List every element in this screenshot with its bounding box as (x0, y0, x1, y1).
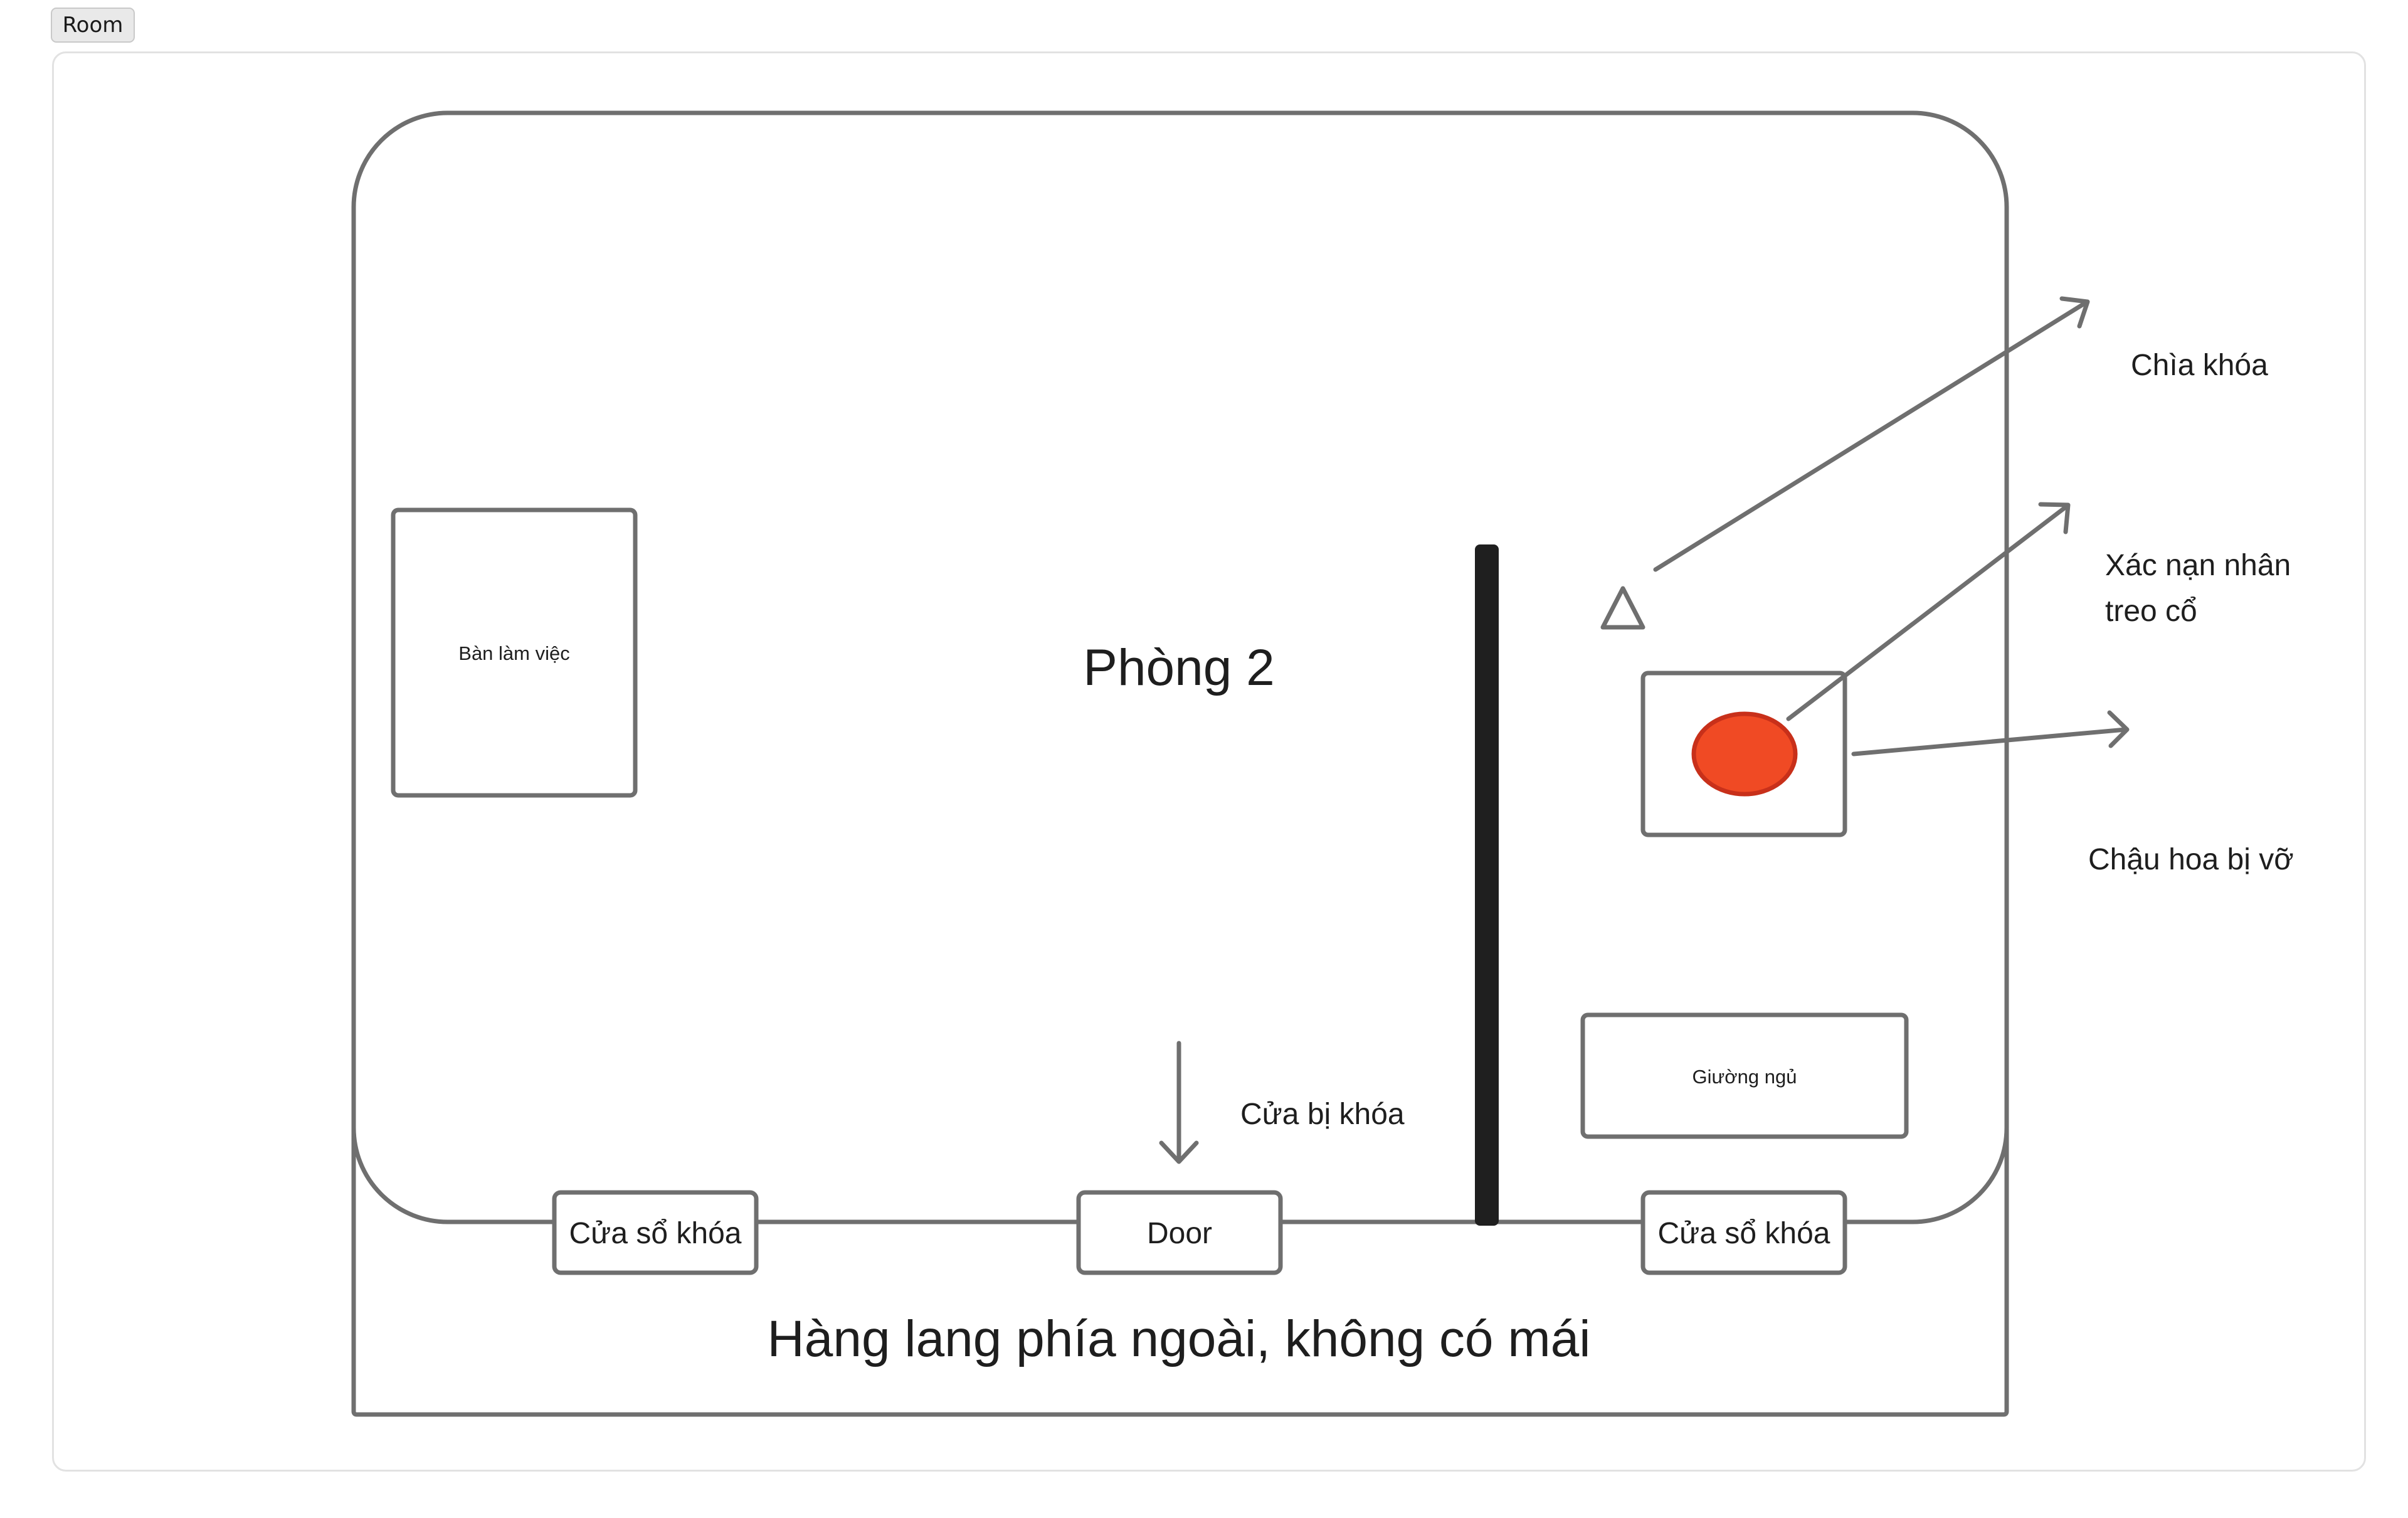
window-left-label: Cửa sổ khóa (569, 1217, 742, 1250)
window-right-label: Cửa sổ khóa (1658, 1217, 1830, 1250)
door-label: Door (1147, 1217, 1212, 1250)
key-marker (1600, 586, 1645, 630)
pot-note: Chậu hoa bị vỡ (2088, 843, 2294, 876)
key-arrow (1653, 296, 2090, 572)
locked-door-arrow (1159, 1041, 1199, 1164)
desk-label: Bàn làm việc (458, 642, 569, 664)
corridor-outline (351, 1127, 2009, 1417)
desk: Bàn làm việc (391, 507, 638, 798)
victim-note-line2: treo cổ (2105, 595, 2197, 628)
victim-marker (1691, 711, 1798, 797)
window-right: Cửa sổ khóa (1640, 1190, 1847, 1275)
key-note: Chìa khóa (2131, 349, 2268, 382)
pot-arrow (1851, 710, 2130, 756)
victim-arrow (1786, 502, 2071, 721)
door[interactable]: Door (1076, 1190, 1283, 1275)
locked-door-note: Cửa bị khóa (1240, 1098, 1405, 1131)
bed-label: Giường ngủ (1692, 1066, 1797, 1088)
room-label: Phòng 2 (1083, 639, 1275, 696)
room-tab[interactable]: Room (51, 8, 135, 43)
bed: Giường ngủ (1580, 1012, 1909, 1139)
victim-note-line1: Xác nạn nhân (2105, 549, 2291, 582)
corridor-label: Hàng lang phía ngoài, không có mái (768, 1310, 1591, 1367)
partition-wall (1475, 544, 1499, 1226)
window-left: Cửa sổ khóa (552, 1190, 759, 1275)
